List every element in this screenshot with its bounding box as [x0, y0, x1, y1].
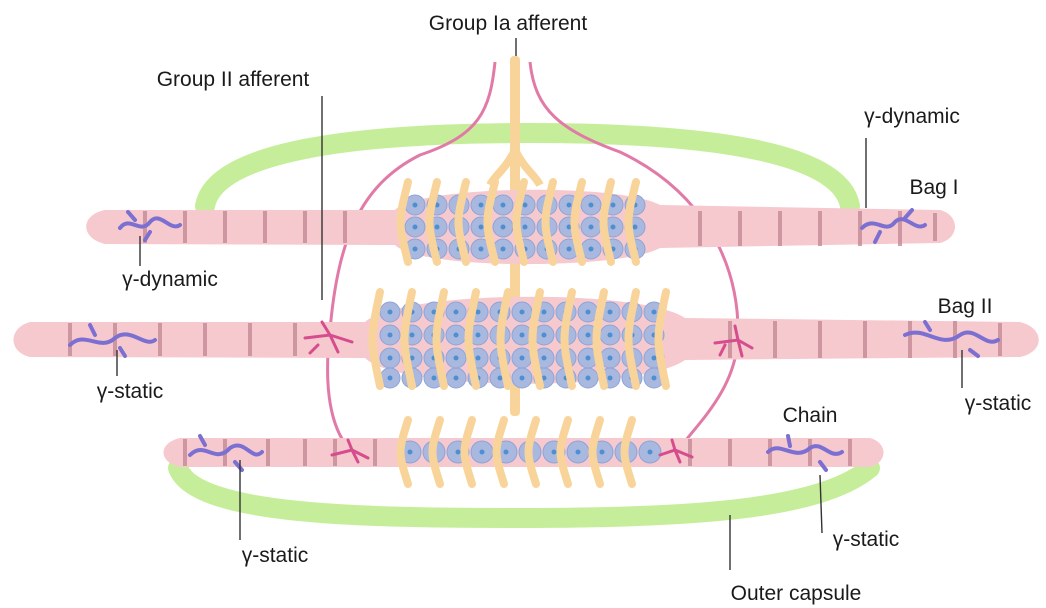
nucleus-dot	[479, 203, 484, 208]
nucleus-dot	[589, 203, 594, 208]
nucleus-dot	[501, 225, 506, 230]
nucleus-dot	[520, 356, 525, 361]
nucleus-dot	[608, 356, 613, 361]
nucleus-dot	[413, 247, 418, 252]
nucleus-dot	[586, 333, 591, 338]
nucleus-dot	[454, 356, 459, 361]
nucleus-dot	[413, 225, 418, 230]
nucleus-dot	[476, 333, 481, 338]
nucleus-dot	[652, 376, 657, 381]
nucleus-dot	[523, 203, 528, 208]
nucleus-dot	[633, 225, 638, 230]
nucleus-dot	[611, 225, 616, 230]
nucleus-dot	[388, 333, 393, 338]
group-ii-afferent-label: Group II afferent	[157, 68, 310, 91]
nucleus-dot	[608, 333, 613, 338]
nucleus-dot	[552, 450, 557, 455]
nucleus-dot	[410, 333, 415, 338]
nucleus-dot	[454, 333, 459, 338]
nucleus-dot	[567, 203, 572, 208]
nucleus-dot	[652, 356, 657, 361]
chain-label: Chain	[783, 404, 838, 427]
nucleus-dot	[388, 356, 393, 361]
nucleus-dot	[608, 310, 613, 315]
nucleus-dot	[479, 225, 484, 230]
outer-capsule-bottom	[178, 468, 870, 518]
gamma-dynamic-label-left: γ-dynamic	[122, 268, 218, 291]
nucleus-dot	[454, 310, 459, 315]
bag-ii-label: Bag II	[938, 295, 993, 318]
outer-capsule-label: Outer capsule	[731, 582, 862, 605]
nucleus-dot	[652, 310, 657, 315]
gamma-static-label-bottom-left: γ-static	[242, 544, 309, 567]
nucleus-dot	[413, 203, 418, 208]
nucleus-dot	[520, 310, 525, 315]
nucleus-dot	[589, 247, 594, 252]
nucleus-dot	[542, 310, 547, 315]
nucleus-dot	[542, 356, 547, 361]
nucleus-dot	[600, 450, 605, 455]
bag-ii-fiber	[14, 297, 1039, 388]
gamma-static-label-bottom-right: γ-static	[833, 528, 900, 551]
nucleus-dot	[501, 247, 506, 252]
nucleus-dot	[520, 333, 525, 338]
gamma-static-label-right: γ-static	[965, 392, 1032, 415]
nucleus-dot	[648, 450, 653, 455]
bag-i-label: Bag I	[909, 176, 958, 199]
nucleus-dot	[586, 356, 591, 361]
nucleus-dot	[476, 356, 481, 361]
nucleus-dot	[504, 450, 509, 455]
nucleus-dot	[576, 450, 581, 455]
nucleus-dot	[520, 376, 525, 381]
nucleus-dot	[480, 450, 485, 455]
nucleus-dot	[388, 376, 393, 381]
nucleus-dot	[608, 376, 613, 381]
nucleus-dot	[498, 376, 503, 381]
nucleus-dot	[408, 450, 413, 455]
nucleus-dot	[586, 310, 591, 315]
nucleus-dot	[523, 225, 528, 230]
nucleus-dot	[567, 247, 572, 252]
nucleus-dot	[542, 333, 547, 338]
nucleus-dot	[435, 225, 440, 230]
nucleus-dot	[611, 203, 616, 208]
nucleus-dot	[456, 450, 461, 455]
nucleus-dot	[454, 376, 459, 381]
nucleus-dot	[479, 247, 484, 252]
nucleus-dot	[586, 376, 591, 381]
group-ia-afferent-label: Group Ia afferent	[429, 12, 588, 35]
nucleus-dot	[432, 376, 437, 381]
nucleus-dot	[501, 203, 506, 208]
gamma-static-label-left: γ-static	[97, 380, 164, 403]
chain-fiber	[164, 438, 884, 467]
gamma-dynamic-label-top-right: γ-dynamic	[864, 105, 960, 128]
nucleus-dot	[589, 225, 594, 230]
nucleus-dot	[388, 310, 393, 315]
